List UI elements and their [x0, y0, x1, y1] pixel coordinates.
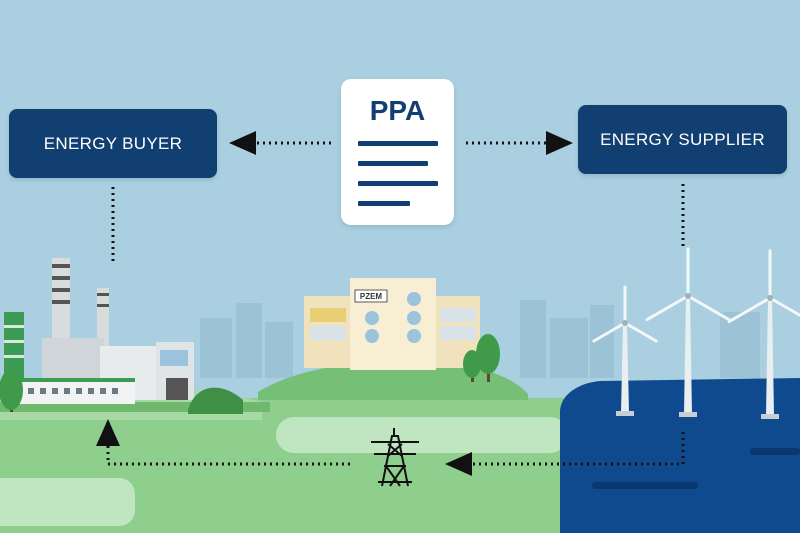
city-skyline	[200, 300, 760, 378]
energy-buyer-box: ENERGY BUYER	[9, 109, 217, 178]
document-text-line	[358, 181, 438, 186]
path-stripe	[276, 417, 568, 453]
hill-center	[258, 361, 528, 400]
wind-turbines	[592, 247, 800, 419]
energy-supplier-box: ENERGY SUPPLIER	[578, 105, 787, 174]
wind-turbine-icon	[645, 247, 731, 417]
sea	[560, 378, 800, 533]
document-text-line	[358, 201, 410, 206]
wind-turbine-icon	[727, 249, 800, 419]
arrow-sea-to-pylon	[445, 432, 685, 476]
wind-turbine-icon	[592, 285, 658, 416]
factory-icon	[4, 258, 243, 414]
sea-ripple-2	[750, 448, 800, 455]
grass-edge	[0, 402, 270, 412]
path-stripe-2	[0, 478, 135, 526]
tree-icon	[463, 334, 500, 382]
sea-ripple	[592, 482, 698, 489]
office-building-icon: PZEM	[304, 278, 480, 370]
pylon-icon	[371, 428, 419, 487]
document-text-line	[358, 141, 438, 146]
tree-icon	[0, 370, 23, 412]
ppa-document-title: PPA	[369, 95, 426, 126]
document-text-line	[358, 161, 428, 166]
connectors	[96, 131, 685, 476]
ppa-document: PPA	[341, 79, 454, 225]
building-sign: PZEM	[360, 292, 383, 301]
arrow-pylon-to-factory	[96, 419, 350, 466]
